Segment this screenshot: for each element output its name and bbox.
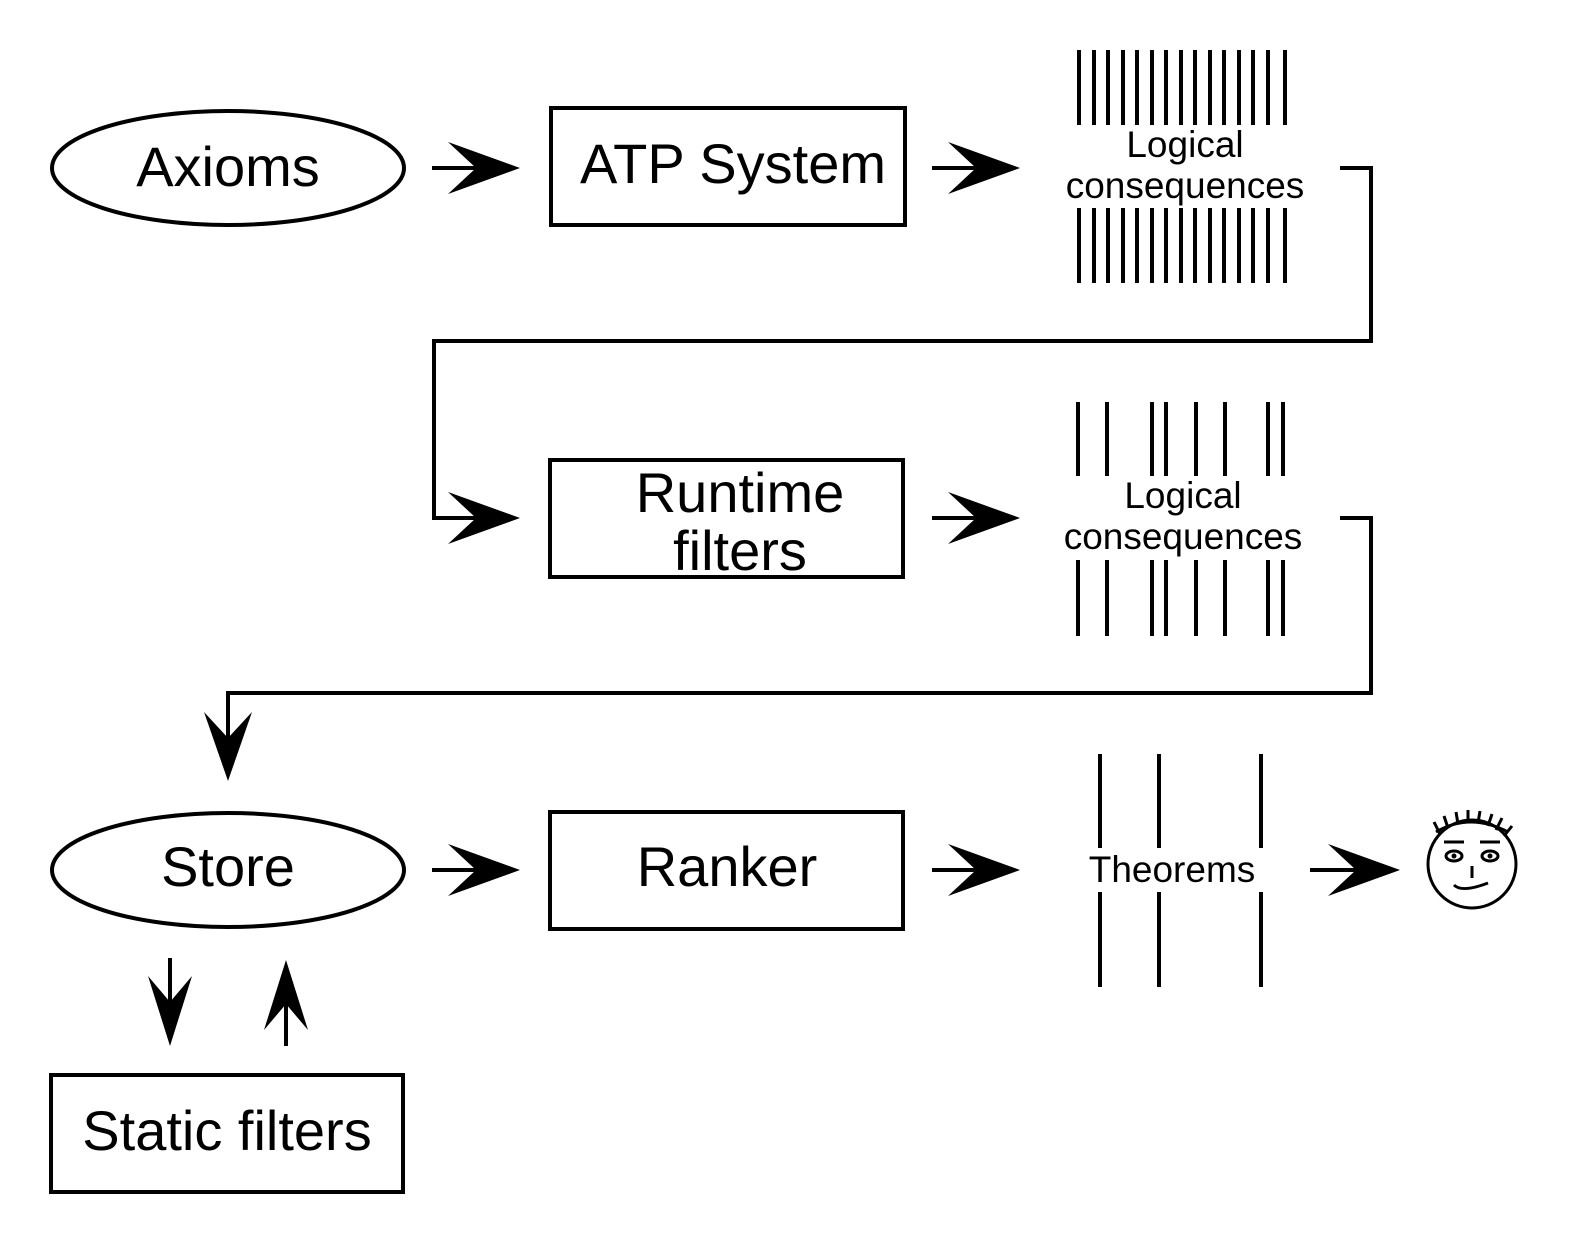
connector-consequences-to-runtime [432, 166, 1373, 520]
arrow-ranker-to-theorems [932, 844, 1020, 896]
arrow-into-store [204, 712, 252, 781]
ranker-node [548, 810, 905, 931]
atp-system-label: ATP System [580, 132, 886, 195]
theorems-label: Theorems [1089, 849, 1256, 890]
consequences-2-bars [1076, 402, 1285, 636]
arrow-store-to-ranker [432, 844, 520, 896]
arrow-theorems-to-user [1310, 844, 1400, 896]
theorems-bars [1098, 754, 1263, 987]
store-node [50, 811, 406, 929]
arrow-store-to-static-filters [148, 958, 192, 1046]
arrow-into-runtime-filters [448, 492, 520, 544]
arrow-atp-to-consequences [932, 142, 1020, 194]
axioms-node [50, 109, 406, 227]
arrow-static-filters-to-store [264, 960, 308, 1046]
atp-system-node [549, 106, 907, 227]
axioms-label: Axioms [136, 135, 320, 198]
consequences-1-label-line1: Logical [1126, 124, 1243, 165]
arrow-axioms-to-atp [432, 142, 520, 194]
store-label: Store [161, 835, 295, 898]
smiley-face-icon [1426, 810, 1518, 910]
static-filters-node [49, 1073, 405, 1194]
consequences-2-label-line2: consequences [1064, 516, 1303, 557]
runtime-filters-label-line1: Runtime [636, 461, 845, 524]
static-filters-label: Static filters [82, 1099, 371, 1162]
ranker-label: Ranker [637, 835, 818, 898]
runtime-filters-node [548, 458, 905, 579]
consequences-2-label-line1: Logical [1124, 475, 1241, 516]
consequences-1-bars [1077, 50, 1287, 283]
consequences-1-label-line2: consequences [1066, 165, 1305, 206]
connector-consequences-to-store [226, 516, 1373, 745]
runtime-filters-label-line2: filters [673, 519, 807, 582]
arrow-runtime-to-consequences [932, 492, 1020, 544]
